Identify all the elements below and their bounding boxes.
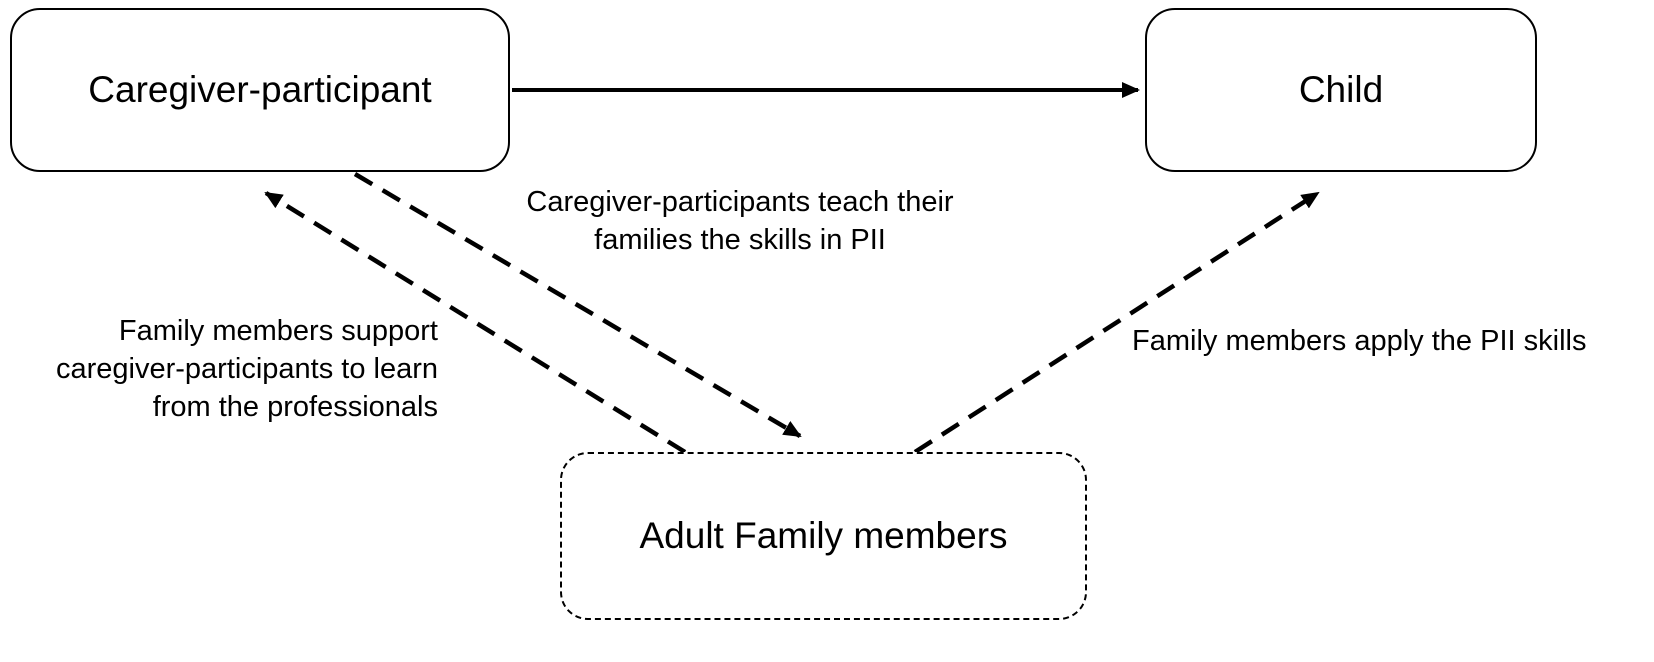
node-child: Child bbox=[1145, 8, 1537, 172]
node-caregiver-label: Caregiver-participant bbox=[88, 69, 432, 110]
arrow-caregiver-to-family bbox=[353, 172, 802, 438]
arrow-family-to-caregiver bbox=[264, 191, 687, 454]
node-adult-family-members: Adult Family members bbox=[560, 452, 1087, 620]
arrow-family-to-child bbox=[913, 191, 1320, 454]
edge-label-support: Family members support caregiver-partici… bbox=[55, 315, 438, 423]
edge-label-apply: Family members apply the PII skills bbox=[1132, 325, 1587, 357]
node-family-label: Adult Family members bbox=[639, 515, 1008, 556]
node-caregiver-participant: Caregiver-participant bbox=[10, 8, 510, 172]
edge-label-teach: Caregiver-participants teach their famil… bbox=[526, 186, 954, 256]
node-child-label: Child bbox=[1298, 69, 1384, 110]
